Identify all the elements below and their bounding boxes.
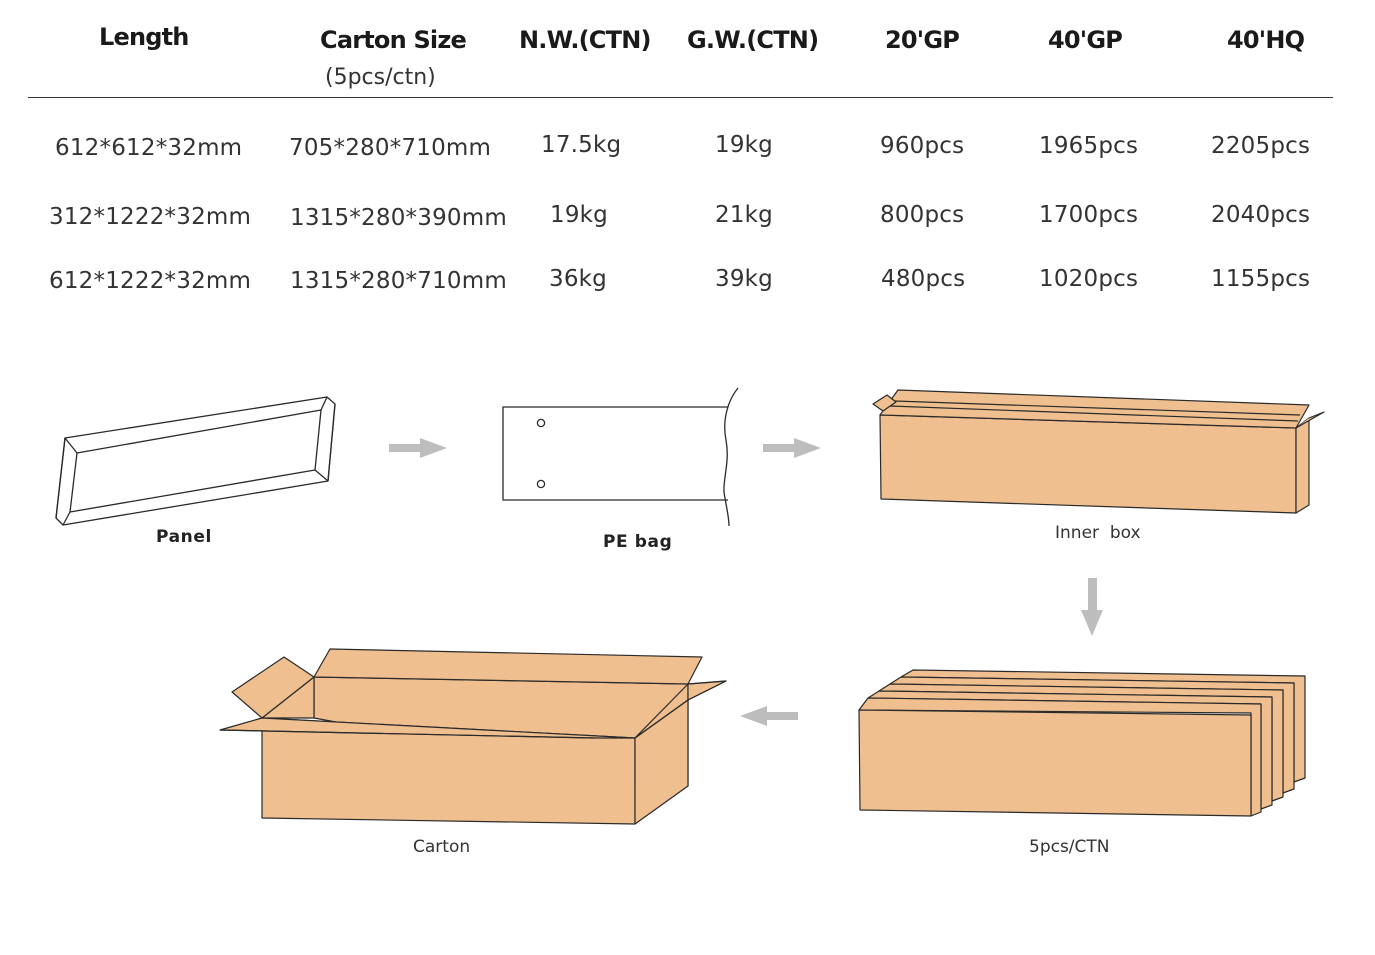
right-arrow-icon [763, 438, 821, 458]
table-row-3-40gp: 1020pcs [1039, 266, 1139, 292]
table-row-2-nw: 19kg [550, 202, 608, 228]
table-row-2-length: 312*1222*32mm [49, 204, 252, 230]
caption-inner-box: Inner box [1055, 523, 1141, 543]
table-row-2-40hq: 2040pcs [1211, 202, 1311, 228]
header-length: Length [99, 23, 189, 51]
table-row-3-20gp: 480pcs [881, 266, 966, 292]
right-arrow-icon [389, 438, 447, 458]
table-row-2-20gp: 800pcs [880, 202, 965, 228]
panel-illustration [55, 396, 336, 526]
header-divider [28, 97, 1333, 98]
table-row-2-carton-size: 1315*280*390mm [290, 205, 507, 231]
inner-box-illustration [872, 389, 1325, 514]
header-gw: G.W.(CTN) [687, 26, 819, 54]
table-row-3-carton-size: 1315*280*710mm [290, 268, 507, 294]
table-row-3-length: 612*1222*32mm [49, 268, 252, 294]
table-row-1-carton-size: 705*280*710mm [289, 135, 492, 161]
header-nw: N.W.(CTN) [519, 26, 651, 54]
header-40hq: 40'HQ [1227, 26, 1305, 54]
down-arrow-icon [1081, 578, 1103, 636]
table-row-3-40hq: 1155pcs [1211, 266, 1311, 292]
table-row-3-gw: 39kg [715, 266, 773, 292]
table-row-3-nw: 36kg [549, 266, 607, 292]
five-boxes-illustration [858, 669, 1306, 817]
header-40gp: 40'GP [1048, 26, 1123, 54]
header-carton-size: Carton Size [320, 26, 467, 54]
table-row-1-40hq: 2205pcs [1211, 133, 1311, 159]
caption-5pcs-ctn: 5pcs/CTN [1029, 837, 1110, 857]
table-row-1-nw: 17.5kg [541, 132, 622, 158]
header-carton-size-sub: (5pcs/ctn) [325, 65, 436, 90]
table-row-1-20gp: 960pcs [880, 133, 965, 159]
table-row-1-gw: 19kg [715, 132, 773, 158]
left-arrow-icon [740, 706, 798, 726]
caption-pe-bag: PE bag [603, 532, 673, 552]
caption-carton: Carton [413, 837, 471, 857]
header-20gp: 20'GP [885, 26, 960, 54]
table-row-1-length: 612*612*32mm [55, 135, 243, 161]
table-row-1-40gp: 1965pcs [1039, 133, 1139, 159]
table-row-2-gw: 21kg [715, 202, 773, 228]
caption-panel: Panel [156, 527, 212, 547]
pe-bag-illustration [502, 387, 739, 527]
table-row-2-40gp: 1700pcs [1039, 202, 1139, 228]
carton-illustration [219, 648, 727, 825]
